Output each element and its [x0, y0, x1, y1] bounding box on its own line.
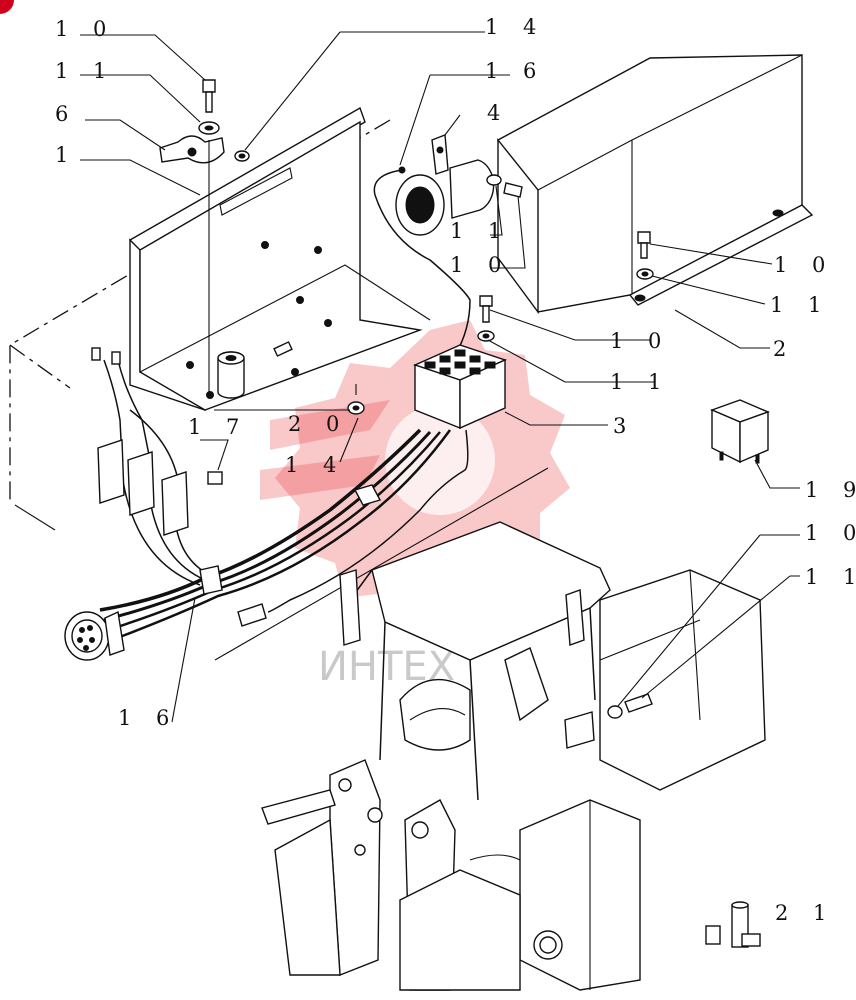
callout-21: 2 1 [775, 901, 835, 925]
callout-10: 1 0 [450, 253, 510, 277]
callouts: 1 0 1 4 1 6 1 1 4 6 1 1 1 1 0 1 0 1 1 1 … [55, 15, 856, 925]
bolt-cover [636, 231, 654, 280]
callout-10: 1 0 [55, 17, 115, 41]
callout-1: 1 [55, 143, 77, 167]
relay-part [710, 399, 770, 464]
nut-top [234, 150, 250, 162]
cartridge-part [705, 901, 761, 948]
callout-11: 1 1 [610, 370, 670, 394]
nut-bracket [347, 384, 365, 415]
callout-16: 1 6 [118, 706, 178, 730]
leader-lines [80, 31, 800, 723]
callout-17: 1 7 [188, 415, 248, 439]
callout-10: 1 0 [610, 329, 670, 353]
wiring-harness [64, 347, 469, 661]
callout-14: 1 4 [285, 453, 345, 477]
callout-20: 2 0 [288, 412, 348, 436]
callout-6: 6 [55, 102, 77, 126]
callout-11: 1 1 [770, 293, 830, 317]
callout-19: 1 9 [805, 478, 856, 502]
clamp-part [159, 135, 225, 164]
callout-10: 1 0 [774, 253, 834, 277]
clip-part [207, 471, 223, 485]
mounting-bracket [129, 106, 431, 411]
bolt-top-left [198, 79, 220, 395]
socket-part [373, 134, 523, 356]
tractor-body [261, 521, 766, 991]
callout-11: 1 1 [55, 59, 115, 83]
cover-box [497, 54, 814, 315]
callout-4: 4 [487, 101, 509, 125]
callout-3: 3 [613, 414, 635, 438]
callout-10: 1 0 [805, 521, 856, 545]
callout-11: 1 1 [450, 219, 510, 243]
callout-16: 1 6 [485, 59, 545, 83]
corner-marker-icon [0, 0, 14, 14]
bolt-relay [477, 295, 495, 342]
callout-14: 1 4 [485, 15, 545, 39]
callout-11: 1 1 [805, 565, 856, 589]
fuse-box [413, 344, 507, 430]
callout-2: 2 [773, 337, 795, 361]
